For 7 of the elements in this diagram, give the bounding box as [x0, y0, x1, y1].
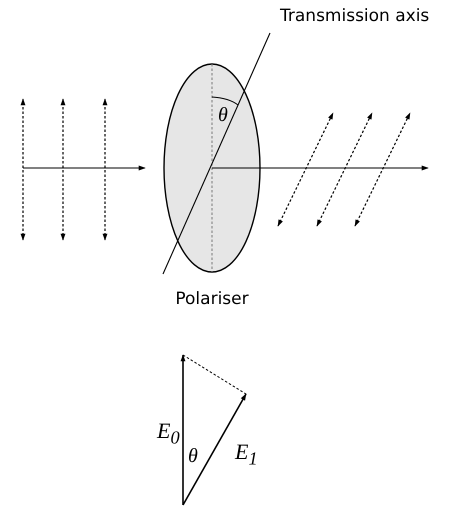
vector-label: E$_{0}$: [157, 420, 180, 447]
axis-label: Transmission axis: [280, 8, 430, 25]
vector-label: E$_{1}$: [235, 441, 258, 468]
polariser-ellipse: [163, 63, 261, 273]
angle-label: θ: [218, 105, 228, 125]
angle-label: θ: [188, 446, 198, 466]
polariser-label: Polariser: [175, 291, 249, 308]
